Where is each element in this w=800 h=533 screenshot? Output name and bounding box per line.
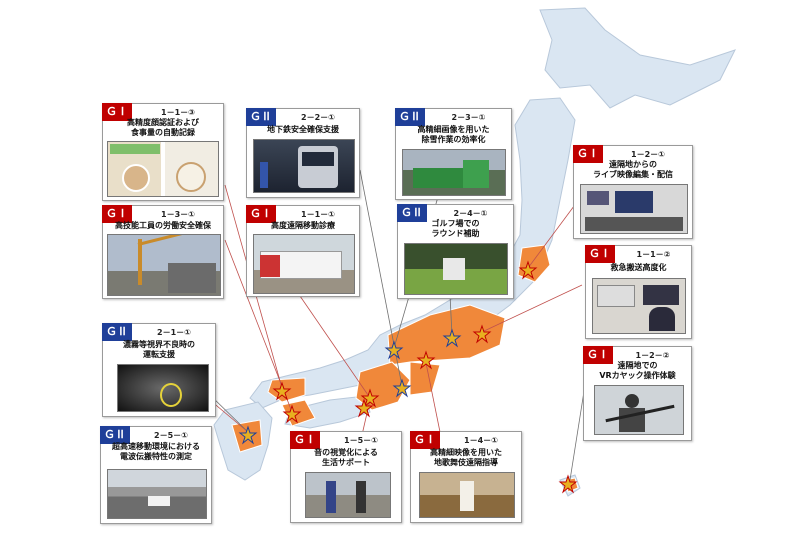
card-title-line1: 超高速移動環境における xyxy=(112,442,200,451)
card-title-line1: 高度遠隔移動診療 xyxy=(271,221,335,230)
card-title-line1: 救急搬送高度化 xyxy=(610,263,667,272)
snow-removal-photo xyxy=(402,149,506,196)
group-badge: ＧⅠ xyxy=(410,431,440,449)
card-code: 1－5－① xyxy=(344,436,378,445)
card-1-3-1: ＧⅠ 1－3－① 高技能工員の労働安全確保 xyxy=(102,205,224,299)
card-2-3-1: ＧⅡ 2－3－① 高精細画像を用いた 除雪作業の効率化 xyxy=(395,108,512,200)
card-title-line1: 音の視覚化による xyxy=(314,448,378,457)
star-marker xyxy=(272,381,292,401)
star-marker xyxy=(472,324,492,344)
star-marker xyxy=(558,474,578,494)
star-marker xyxy=(282,404,302,424)
subway-photo xyxy=(253,139,355,193)
card-2-5-1: ＧⅡ 2－5－① 超高速移動環境における 電波伝搬特性の測定 xyxy=(100,426,212,524)
card-title-line2: 食事量の自動記録 xyxy=(131,128,195,137)
card-code: 2－3－① xyxy=(451,113,486,122)
card-1-2-2: ＧⅠ 1－2－② 遠隔地での VRカヤック操作体験 xyxy=(583,346,692,441)
vr-kayak-photo xyxy=(594,385,684,435)
card-code: 1－2－② xyxy=(635,351,670,360)
star-marker xyxy=(354,398,374,418)
group-badge: ＧⅠ xyxy=(585,245,615,263)
kabuki-dance-photo xyxy=(419,472,515,518)
card-title-line1: 地下鉄安全確保支援 xyxy=(267,125,339,134)
golf-course-photo xyxy=(404,243,508,295)
card-code: 1－3－① xyxy=(161,210,195,219)
star-marker xyxy=(442,328,462,348)
card-1-1-1: ＧⅠ 1－1－① 高度遠隔移動診療 xyxy=(246,205,360,297)
group-badge: ＧⅡ xyxy=(100,426,130,444)
card-1-1-2: ＧⅠ 1－1－② 救急搬送高度化 xyxy=(585,245,692,339)
card-title-line2: ライブ映像編集・配信 xyxy=(593,170,673,179)
star-marker xyxy=(238,425,258,445)
star-marker xyxy=(384,340,404,360)
card-code: 1－1－③ xyxy=(161,108,195,117)
card-code: 1－2－① xyxy=(631,150,665,159)
hokkaido-region xyxy=(539,7,736,109)
card-title-line1: 高精細画像を用いた xyxy=(417,125,490,134)
meal-photo xyxy=(107,141,219,197)
card-title-line1: 遠隔地からの xyxy=(609,160,657,169)
fog-driving-photo xyxy=(117,364,209,412)
group-badge: ＧⅡ xyxy=(246,108,276,126)
group-badge: ＧⅡ xyxy=(102,323,132,341)
group-badge: ＧⅡ xyxy=(397,204,427,222)
card-title-line1: ゴルフ場での xyxy=(431,219,480,228)
card-title-line2: 除雪作業の効率化 xyxy=(421,135,486,144)
card-title-line1: 高技能工員の労働安全確保 xyxy=(115,221,211,230)
crane-photo xyxy=(107,234,221,296)
card-title-line1: 高精細映像を用いた xyxy=(430,448,502,457)
group-badge: ＧⅠ xyxy=(246,205,276,223)
card-code: 1－4－① xyxy=(464,436,498,445)
card-title-line2: 地歌舞伎遠隔指導 xyxy=(434,458,498,467)
site-markers xyxy=(238,260,578,494)
group-badge: ＧⅠ xyxy=(583,346,613,364)
star-marker xyxy=(392,378,412,398)
audio-support-photo xyxy=(305,472,391,518)
star-marker xyxy=(518,260,538,280)
star-marker xyxy=(360,388,380,408)
group-badge: ＧⅠ xyxy=(290,431,320,449)
card-code: 2－2－① xyxy=(301,113,335,122)
group-badge: ＧⅡ xyxy=(395,108,425,126)
group-badge: ＧⅠ xyxy=(102,205,132,223)
card-title-line1: 遠隔地での xyxy=(617,361,658,370)
card-1-5-1: ＧⅠ 1－5－① 音の視覚化による 生活サポート xyxy=(290,431,402,523)
card-2-2-1: ＧⅡ 2－2－① 地下鉄安全確保支援 xyxy=(246,108,360,198)
card-title-line2: 電波伝搬特性の測定 xyxy=(120,452,192,461)
card-code: 2－5－① xyxy=(154,431,188,440)
card-title-line2: 運転支援 xyxy=(143,350,175,359)
card-1-4-1: ＧⅠ 1－4－① 高精細映像を用いた 地歌舞伎遠隔指導 xyxy=(410,431,522,523)
group-badge: ＧⅠ xyxy=(573,145,603,163)
card-title-line1: 濃霧等視界不良時の xyxy=(123,340,195,349)
card-title-line2: VRカヤック操作体験 xyxy=(599,371,676,380)
card-2-4-1: ＧⅡ 2－4－① ゴルフ場での ラウンド補助 xyxy=(397,204,514,299)
star-marker xyxy=(416,350,436,370)
card-1-1-3: ＧⅠ 1－1－③ 高精度顔認証および 食事量の自動記録 xyxy=(102,103,224,201)
card-code: 2－1－① xyxy=(157,328,191,337)
card-title-line2: 生活サポート xyxy=(322,458,370,467)
video-editing-photo xyxy=(580,184,688,234)
ambulance-care-photo xyxy=(592,278,686,334)
card-code: 2－4－① xyxy=(453,209,488,218)
card-1-2-1: ＧⅠ 1－2－① 遠隔地からの ライブ映像編集・配信 xyxy=(573,145,693,239)
card-title-line2: ラウンド補助 xyxy=(431,229,480,238)
mobile-clinic-truck-photo xyxy=(253,234,355,294)
card-code: 1－1－① xyxy=(301,210,335,219)
group-badge: ＧⅠ xyxy=(102,103,132,121)
card-2-1-1: ＧⅡ 2－1－① 濃霧等視界不良時の 運転支援 xyxy=(102,323,216,417)
card-title-line1: 高精度顔認証および xyxy=(127,118,199,127)
race-circuit-photo xyxy=(107,469,207,519)
card-code: 1－1－② xyxy=(636,250,671,259)
